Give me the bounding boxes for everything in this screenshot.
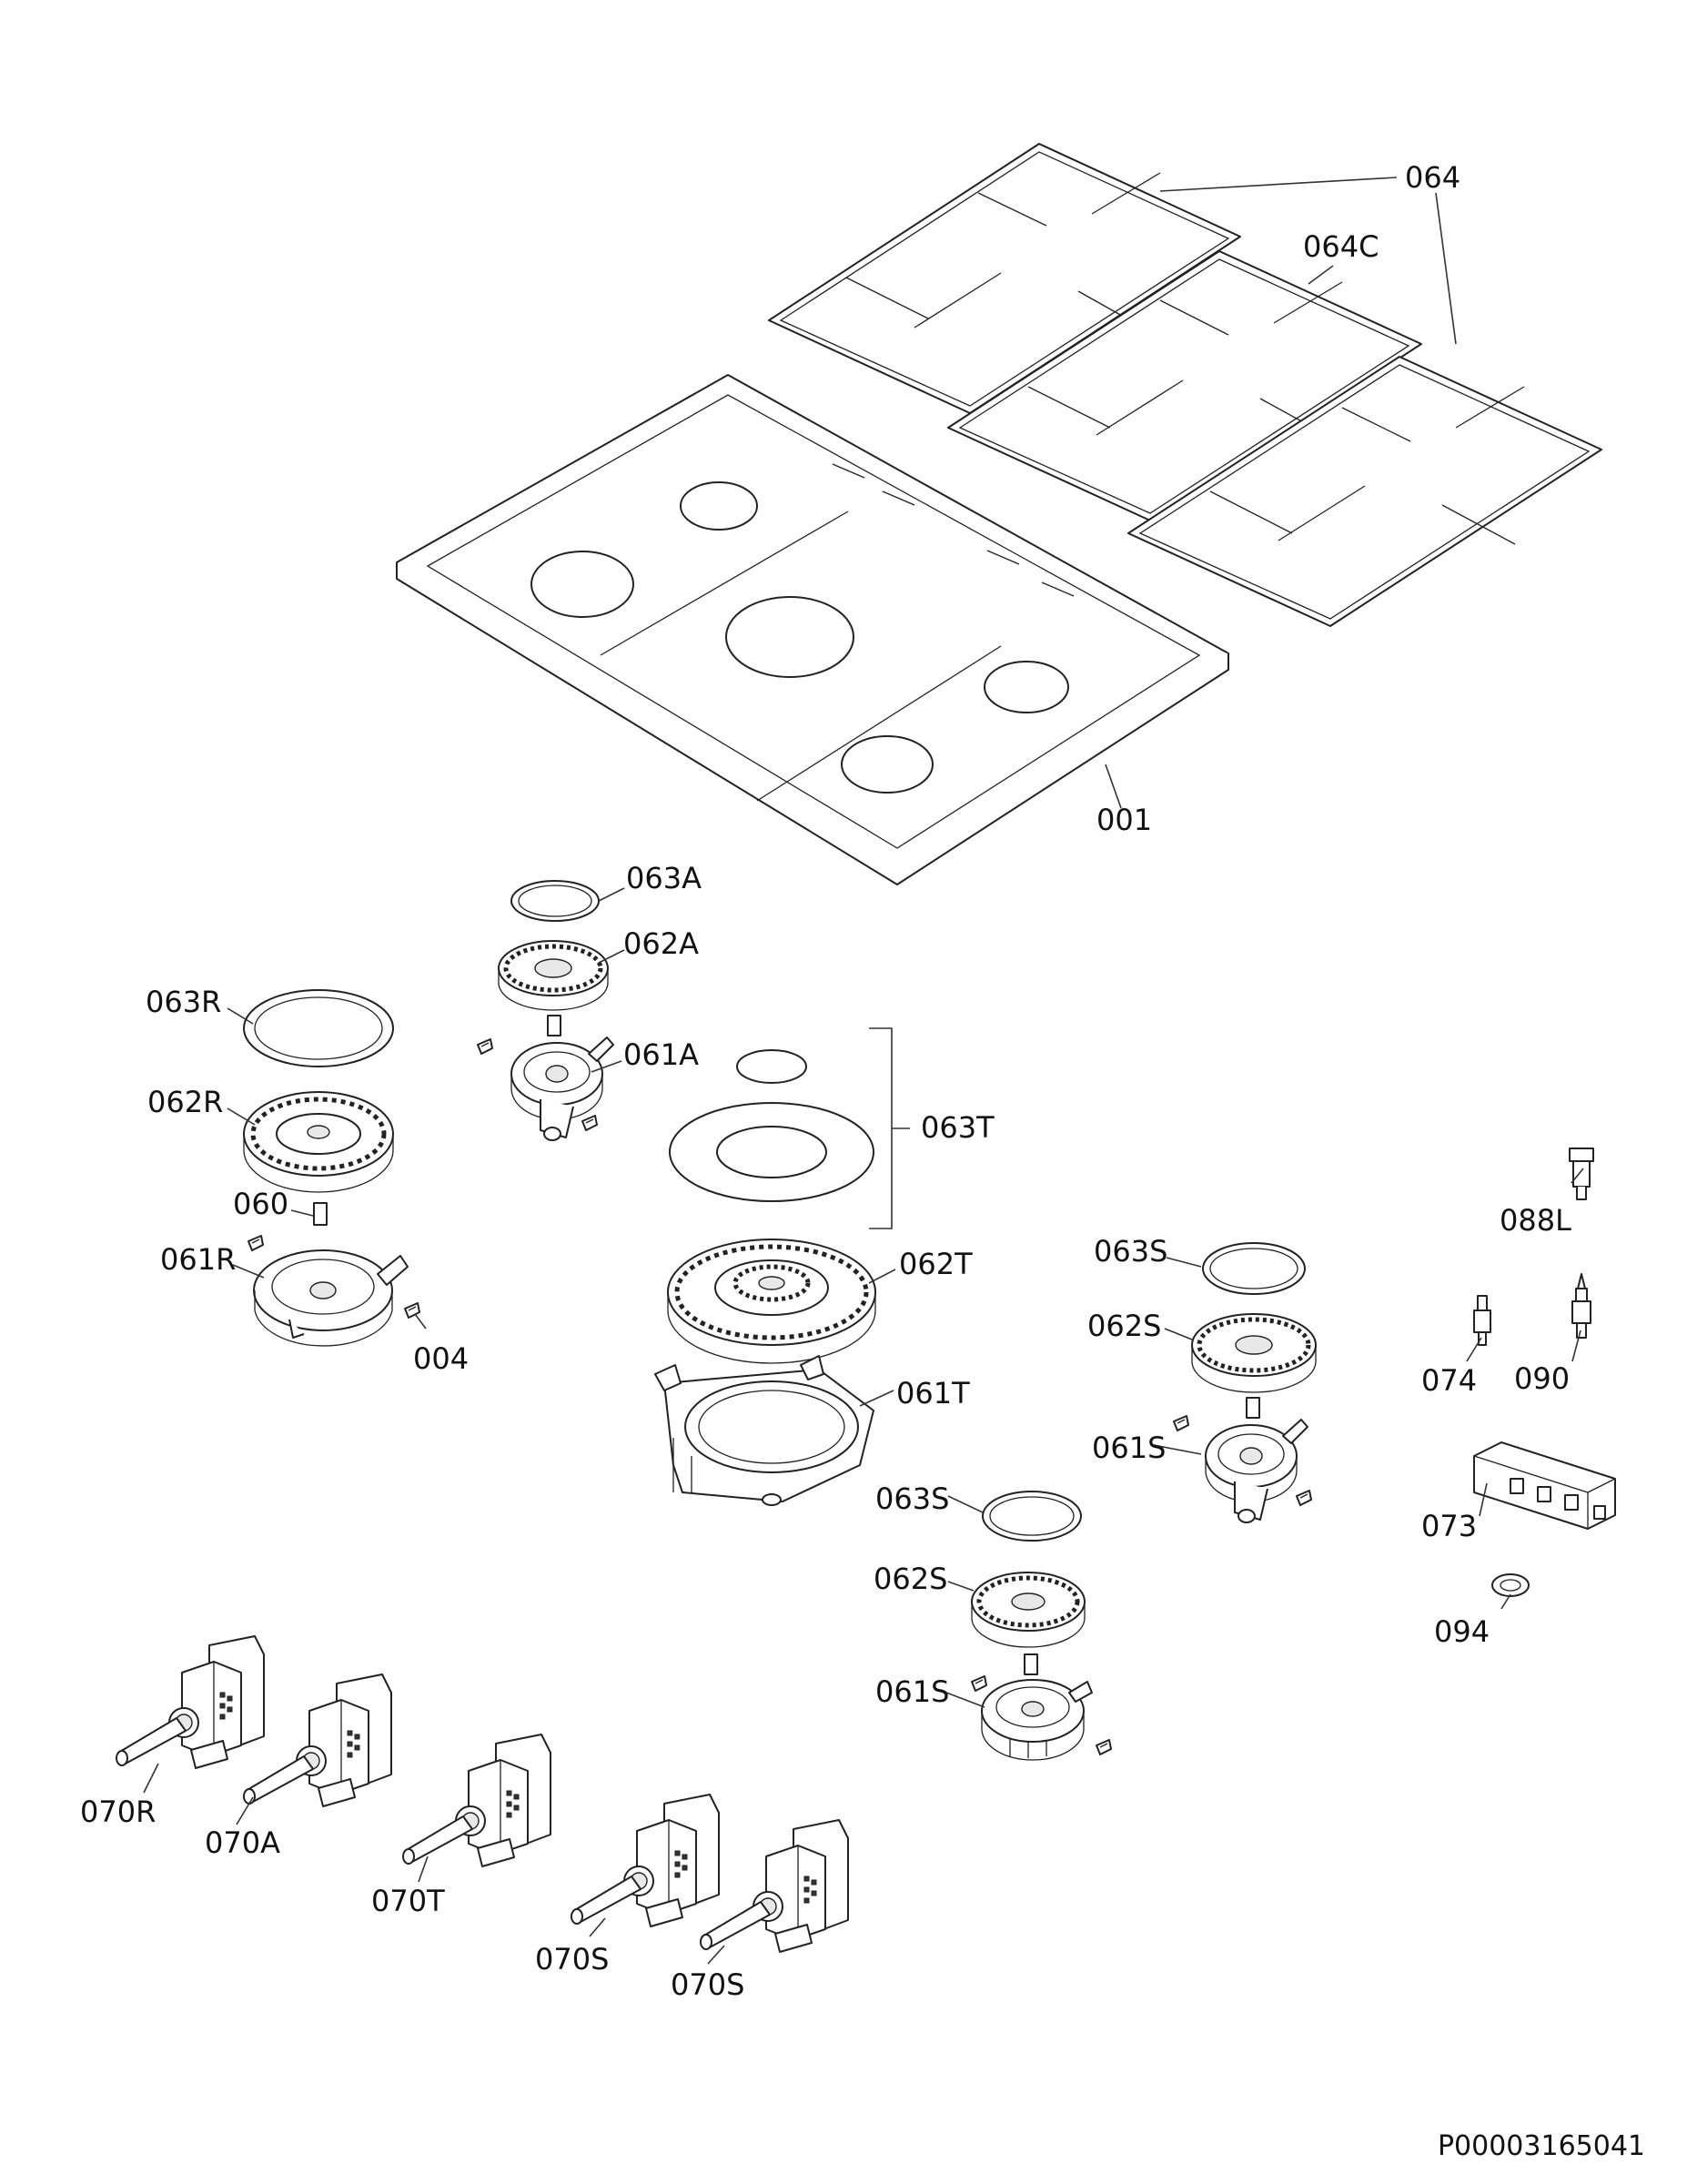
washer-094	[1491, 1573, 1530, 1597]
burner-base-061s-1	[1205, 1419, 1308, 1523]
injector-060	[313, 1202, 328, 1226]
gas-valve-070s-1	[571, 1794, 720, 1927]
pan-support-center	[947, 250, 1422, 521]
burner-hole-center	[725, 596, 854, 678]
burner-cap-063s-2	[982, 1491, 1082, 1542]
label-061a: 061A	[623, 1037, 699, 1072]
label-063a: 063A	[626, 861, 702, 895]
burner-crown-062r	[243, 1091, 394, 1193]
clip-061s-2-right	[1096, 1739, 1112, 1755]
thermocouple-074	[1473, 1295, 1491, 1346]
pan-support-right	[1127, 356, 1602, 627]
label-061t: 061T	[896, 1376, 970, 1410]
burner-hole-rear-left	[530, 551, 634, 618]
burner-hole-front	[841, 735, 934, 794]
gas-valve-070r	[116, 1635, 265, 1769]
label-074: 074	[1421, 1363, 1477, 1398]
gas-valve-070s-2	[700, 1819, 849, 1953]
clip-061s-2-left	[971, 1675, 987, 1692]
gas-valve-070a	[243, 1673, 392, 1807]
clip-061s-1-left	[1173, 1415, 1189, 1431]
burner-base-061s-2	[981, 1679, 1093, 1761]
label-063s-1: 063S	[1094, 1234, 1167, 1269]
injector-061a	[547, 1015, 561, 1036]
leader-lines	[143, 177, 1584, 1965]
burner-crown-062s-1	[1191, 1313, 1317, 1393]
part-labels: 064 064C 001 063A 062A 061A 063R 062R 06…	[80, 160, 1571, 2002]
label-004: 004	[413, 1341, 469, 1376]
label-088l: 088L	[1500, 1203, 1571, 1238]
label-062s-2: 062S	[874, 1562, 947, 1596]
label-070s-1: 070S	[535, 1942, 609, 1977]
label-090: 090	[1514, 1361, 1570, 1396]
label-070a: 070A	[205, 1825, 280, 1860]
burner-cap-063a	[510, 880, 600, 922]
burner-crown-062t	[667, 1239, 876, 1364]
clip-061a-right	[581, 1115, 598, 1131]
label-094: 094	[1434, 1614, 1490, 1649]
label-061s-2: 061S	[875, 1674, 949, 1709]
label-070r: 070R	[80, 1795, 156, 1829]
thermocouple-connector-088l	[1569, 1148, 1594, 1200]
bracket-063t	[869, 1027, 910, 1229]
burner-cap-063s-1	[1202, 1242, 1306, 1295]
ignition-generator-073	[1473, 1441, 1616, 1530]
clip-061a-left	[477, 1038, 493, 1055]
burner-cap-063r	[243, 989, 394, 1067]
ignition-electrode-090	[1571, 1273, 1591, 1339]
burner-base-061r	[253, 1249, 409, 1347]
clip-061r-left	[247, 1235, 264, 1251]
label-063s-2: 063S	[875, 1481, 949, 1516]
burner-hole-right-rear	[984, 661, 1069, 713]
label-062t: 062T	[899, 1247, 973, 1281]
hob-top-panel	[396, 374, 1229, 885]
label-070t: 070T	[371, 1884, 445, 1918]
burner-base-061t	[654, 1355, 874, 1506]
burner-base-061a	[510, 1036, 614, 1141]
clip-061s-1-right	[1296, 1490, 1312, 1506]
document-id: P00003165041	[1438, 2130, 1645, 2162]
burner-crown-062s-2	[971, 1572, 1086, 1648]
injector-061s-1	[1246, 1397, 1260, 1419]
label-062a: 062A	[623, 926, 699, 961]
burner-hole-rear-center	[680, 481, 758, 531]
burner-cap-063t-outer	[669, 1102, 874, 1202]
label-061s-1: 061S	[1092, 1431, 1166, 1465]
gas-valve-070t	[402, 1734, 551, 1867]
label-060: 060	[233, 1187, 288, 1221]
label-062r: 062R	[147, 1085, 223, 1119]
label-062s-1: 062S	[1087, 1309, 1161, 1343]
label-064c: 064C	[1303, 229, 1379, 264]
pan-support-left	[768, 143, 1241, 414]
label-001: 001	[1096, 803, 1152, 837]
injector-061s-2	[1024, 1653, 1038, 1675]
burner-crown-062a	[498, 940, 609, 1011]
label-073: 073	[1421, 1509, 1477, 1543]
label-070s-2: 070S	[671, 1967, 744, 2002]
label-063r: 063R	[146, 985, 221, 1019]
label-061r: 061R	[160, 1242, 236, 1277]
label-063t: 063T	[921, 1110, 995, 1145]
burner-cap-063t-inner	[736, 1049, 807, 1084]
label-064: 064	[1405, 160, 1460, 195]
clip-004	[404, 1302, 420, 1319]
